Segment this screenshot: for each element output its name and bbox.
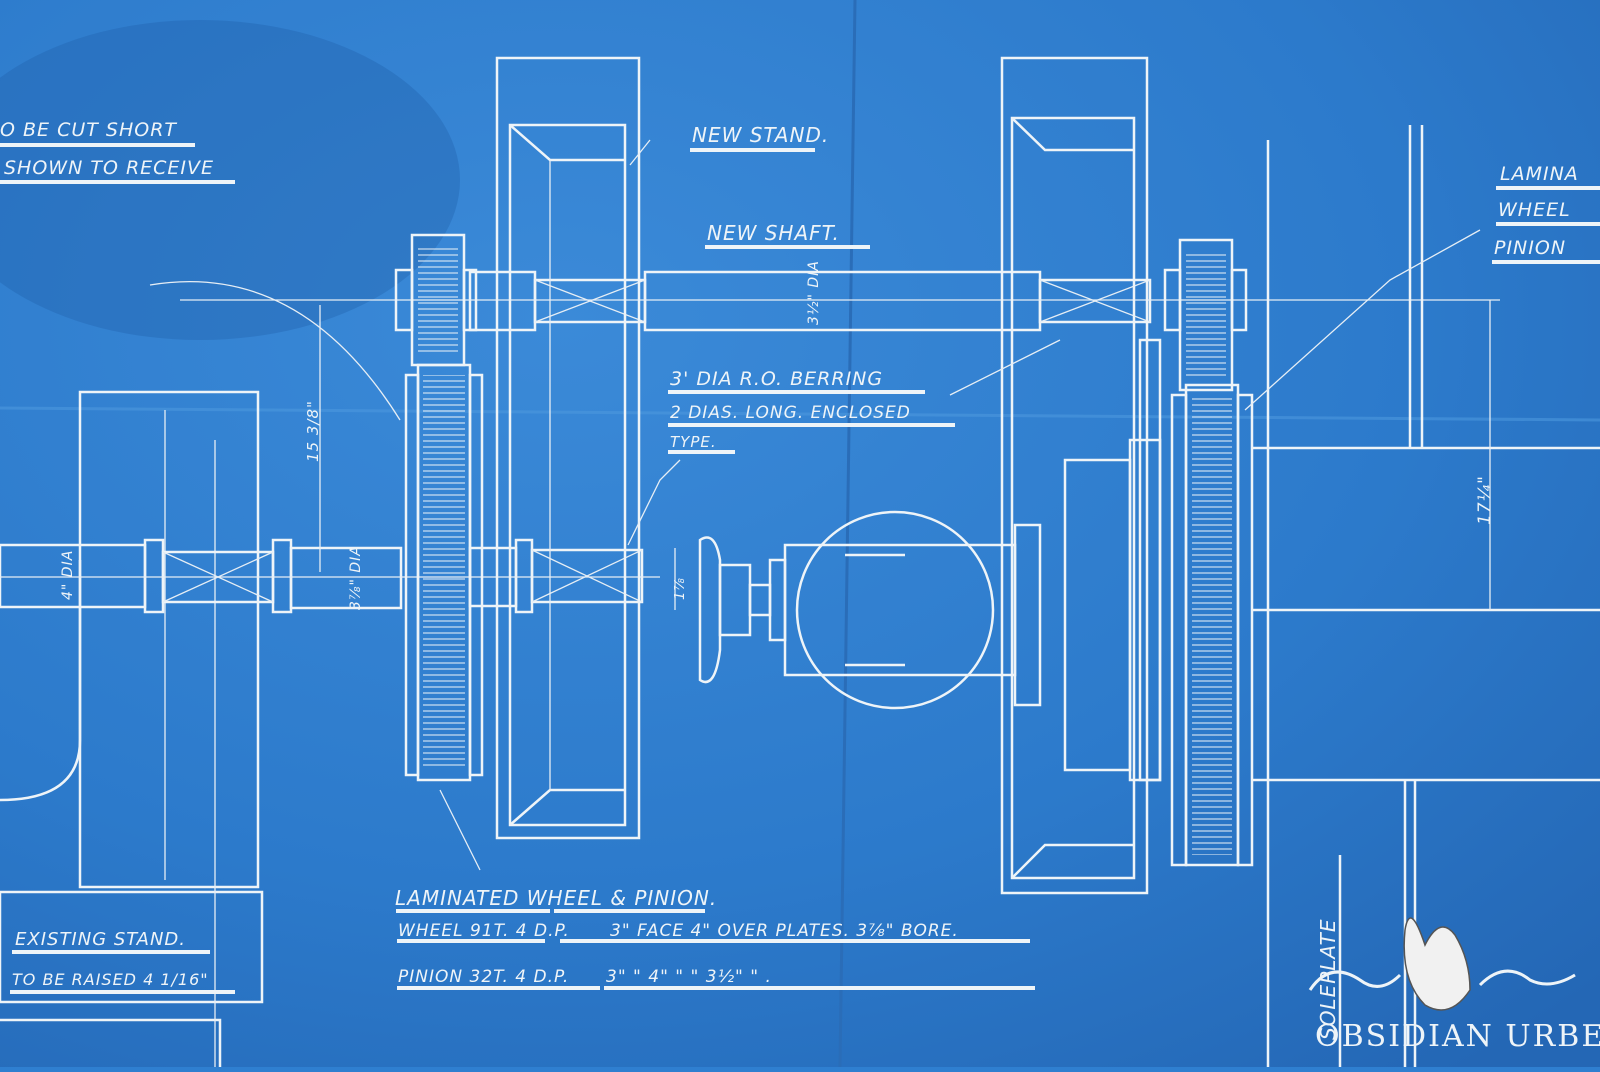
svg-text:17¼": 17¼" — [1475, 475, 1495, 525]
left-wheel-and-pinion — [394, 233, 484, 782]
svg-text:3⅞" DIA: 3⅞" DIA — [348, 545, 364, 610]
svg-text:WHEEL 91T. 4 D.P.: WHEEL 91T. 4 D.P. — [398, 921, 570, 941]
right-wheel-and-pinion — [1163, 238, 1254, 867]
annotations: NEW STAND. NEW SHAFT. 3' DIA R.O. BERRIN… — [10, 123, 1600, 1040]
rabbit-mask-icon — [1403, 917, 1471, 1011]
handwheel-and-bearing — [698, 510, 1042, 710]
svg-text:WHEEL: WHEEL — [1498, 199, 1571, 221]
svg-text:OBSIDIAN URBEX: OBSIDIAN URBEX — [1315, 1019, 1600, 1054]
svg-text:TO BE RAISED 4 1/16": TO BE RAISED 4 1/16" — [12, 970, 209, 989]
wheel-pinion-spec: LAMINATED WHEEL & PINION. WHEEL 91T. 4 D… — [395, 886, 1035, 990]
svg-text:SHOWN TO RECEIVE: SHOWN TO RECEIVE — [4, 157, 214, 179]
svg-text:3" " 4" " ": 3" " 4" " " 3½" " . — [606, 967, 772, 987]
svg-text:3" FACE 4" OVER PLATES. 3⅞" BO: 3" FACE 4" OVER PLATES. 3⅞" BORE. — [610, 921, 959, 941]
upper-shaft — [180, 270, 1500, 332]
top-left-notes: O BE CUT SHORT SHOWN TO RECEIVE — [0, 119, 235, 184]
svg-text:O BE CUT SHORT: O BE CUT SHORT — [0, 119, 177, 141]
watermark-logo: OBSIDIAN URBEX — [1308, 917, 1600, 1054]
svg-text:LAMINA: LAMINA — [1500, 163, 1579, 185]
svg-text:TYPE.: TYPE. — [670, 433, 717, 451]
svg-text:3' DIA R.O. BERRING: 3' DIA R.O. BERRING — [670, 368, 883, 390]
svg-text:PINION 32T. 4 D.P.: PINION 32T. 4 D.P. — [398, 967, 569, 987]
svg-text:4" DIA: 4" DIA — [60, 550, 76, 600]
existing-stand-drawing — [0, 390, 264, 1067]
svg-text:NEW SHAFT.: NEW SHAFT. — [707, 221, 840, 245]
svg-text:3½" DIA: 3½" DIA — [806, 260, 822, 325]
paper-fold — [838, 0, 857, 1068]
svg-text:NEW STAND.: NEW STAND. — [692, 123, 829, 147]
svg-text:2 DIAS. LONG. ENCLOSED: 2 DIAS. LONG. ENCLOSED — [670, 403, 911, 423]
svg-text:15 3/8": 15 3/8" — [304, 400, 322, 462]
dimension-lines — [149, 139, 1481, 871]
new-stand-right — [1000, 56, 1162, 895]
flourish-icon — [1308, 969, 1576, 991]
svg-text:PINION: PINION — [1494, 237, 1566, 259]
new-stand-left — [495, 56, 641, 840]
svg-text:LAMINATED WHEEL & PINION.: LAMINATED WHEEL & PINION. — [395, 886, 717, 910]
svg-text:EXISTING STAND.: EXISTING STAND. — [15, 929, 186, 950]
svg-text:1⅞: 1⅞ — [673, 577, 688, 600]
soleplate-drawing — [1252, 125, 1600, 1067]
